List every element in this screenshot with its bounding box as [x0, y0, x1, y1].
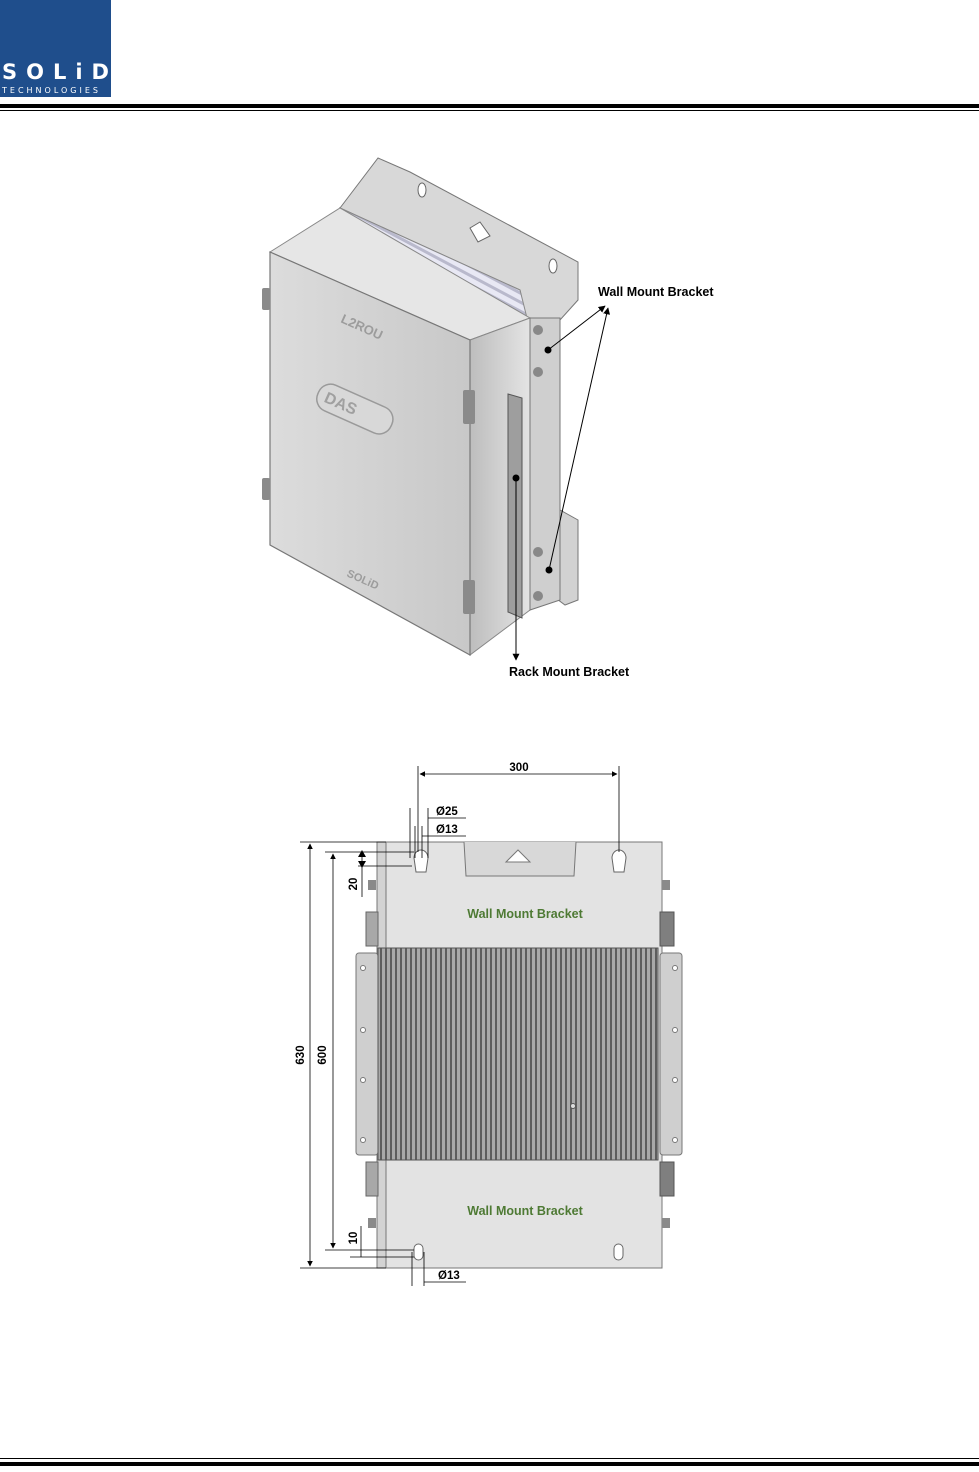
front-rack-bracket-left — [356, 953, 378, 1155]
front-connector-right-top — [660, 912, 674, 946]
front-view: Wall Mount Bracket Wall Mount Bracket 30… — [295, 762, 682, 1286]
dim-600-label: 600 — [317, 1045, 329, 1064]
dim-d13-bottom-label: Ø13 — [438, 1270, 460, 1282]
front-connector-right-bottom — [660, 1162, 674, 1196]
front-label-top-bracket: Wall Mount Bracket — [467, 907, 583, 921]
front-slot-bottom-left — [414, 1244, 423, 1260]
front-keyhole-left — [414, 850, 428, 872]
front-connector-left-top — [366, 912, 378, 946]
front-heatsink-screw — [571, 1104, 576, 1109]
iso-bolt-4 — [533, 591, 543, 601]
front-rack-bracket-right — [660, 953, 682, 1155]
iso-bolt-3 — [533, 547, 543, 557]
front-label-bottom-bracket: Wall Mount Bracket — [467, 1204, 583, 1218]
footer-rule-thin — [0, 1458, 979, 1459]
front-connector-left-bottom — [366, 1162, 378, 1196]
iso-hinge-top — [463, 390, 475, 424]
isometric-view: DAS L2ROU SOLiD Wall Mount Bracket Rack … — [262, 158, 714, 679]
dim-300-label: 300 — [509, 762, 528, 774]
dim-20-label: 20 — [348, 878, 360, 891]
dim-630-label: 630 — [295, 1045, 307, 1064]
footer-rule-thick — [0, 1462, 979, 1466]
iso-rack-bracket — [508, 394, 522, 618]
dim-d13-top-label: Ø13 — [436, 824, 458, 836]
dim-10-label: 10 — [348, 1232, 360, 1245]
front-heatsink — [378, 948, 658, 1160]
front-slot-bottom-right — [614, 1244, 623, 1260]
iso-keyhole-1 — [418, 183, 426, 197]
callout-rack-mount: Rack Mount Bracket — [509, 665, 630, 679]
iso-bolt-2 — [533, 367, 543, 377]
iso-side-plate — [530, 318, 560, 610]
iso-keyhole-2 — [549, 259, 557, 273]
iso-latch-bottom — [262, 478, 270, 500]
iso-latch-top — [262, 288, 270, 310]
callout-wall-mount: Wall Mount Bracket — [598, 285, 714, 299]
iso-hinge-bottom — [463, 580, 475, 614]
iso-bolt-1 — [533, 325, 543, 335]
dim-d25-label: Ø25 — [436, 806, 458, 818]
front-keyhole-right — [612, 850, 626, 872]
